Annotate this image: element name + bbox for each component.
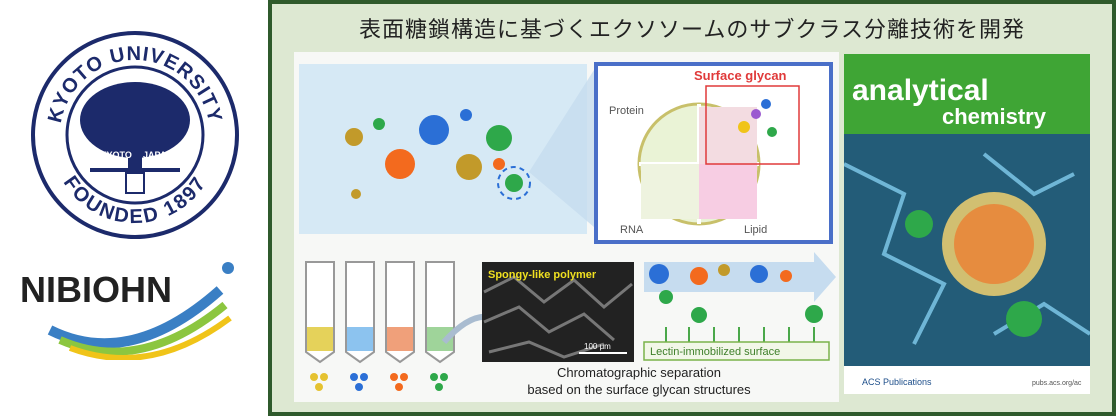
exosome-particle [345,128,363,146]
nibiohn-logo: NIBIOHN [20,250,240,361]
glycan-highlight-box [705,85,800,165]
journal-cover: analytical chemistry ACS Publications pu… [844,54,1090,394]
logo-column: KYOTO UNIVERSITY FOUNDED 1897 KYOTO JAPA… [0,0,265,420]
selected-particle-ring [497,166,531,200]
particle-area [299,64,587,234]
lectin-surface [643,341,830,361]
surface-glycan-label: Surface glycan [694,68,787,83]
rna-label: RNA [620,224,644,236]
seal-emblem-icon [125,172,145,194]
caption-line-2: based on the surface glycan structures [527,382,751,397]
seal-kyoto-label: KYOTO [100,150,132,160]
diagram-panel: Surface glycan Protein RNA Lipid [294,52,839,402]
figure-title: 表面糖鎖構造に基づくエクソソームのサブクラス分離技術を開発 [359,18,1025,43]
tree-icon [80,82,190,158]
seal-japan-label: JAPAN [143,150,173,160]
polymer-label: Spongy-like polymer [488,269,597,281]
caption-line-1: Chromatographic separation [557,365,721,380]
nibiohn-wordmark: NIBIOHN [20,269,172,310]
figure-frame: 表面糖鎖構造に基づくエクソソームのサブクラス分離技術を開発 Surface gl… [268,0,1116,416]
cover-title-2: chemistry [942,104,1047,129]
protein-label: Protein [609,105,644,117]
cover-url: pubs.acs.org/ac [1032,380,1082,387]
kyoto-university-seal: KYOTO UNIVERSITY FOUNDED 1897 KYOTO JAPA… [31,31,239,239]
lectin-surface-label: Lectin-immobilized surface [650,346,780,358]
lipid-label: Lipid [744,224,767,236]
chromatography-columns [305,261,455,391]
cover-title-1: analytical [852,74,989,107]
scale-bar-label: 100 μm [584,342,611,351]
cover-publisher: ACS Publications [862,377,932,387]
flow-arrow-icon [644,252,836,302]
